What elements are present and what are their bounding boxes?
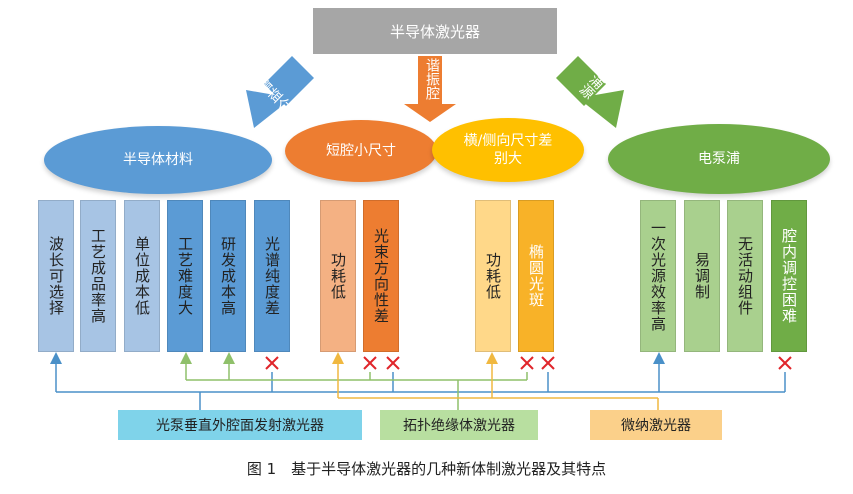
column-elliptical-spot: 椭圆光斑 — [518, 200, 554, 352]
column-low-power-1: 功耗低 — [320, 200, 356, 352]
column-easy-modulation: 易调制 — [684, 200, 720, 352]
box-topological-laser: 拓扑绝缘体激光器 — [380, 410, 538, 440]
column-wavelength-selectable: 波长可选择 — [38, 200, 74, 352]
connector-green — [180, 352, 528, 410]
cross-icon — [363, 356, 377, 370]
box-micro-nano-laser: 微纳激光器 — [590, 410, 722, 440]
box-optically-pumped-vecsel: 光泵垂直外腔面发射激光器 — [118, 410, 362, 440]
connector-yellow — [332, 352, 659, 410]
cross-icon — [520, 356, 534, 370]
column-no-moving-parts: 无活动组件 — [727, 200, 763, 352]
column-low-unit-cost: 单位成本低 — [124, 200, 160, 352]
ellipse-electrical-pump: 电泵浦 — [608, 124, 830, 194]
cross-marks — [265, 356, 792, 370]
cross-icon — [541, 356, 555, 370]
arrow-resonant-cavity — [404, 56, 456, 122]
column-high-efficiency: 一次光源效率高 — [640, 200, 676, 352]
column-high-yield: 工艺成品率高 — [80, 200, 116, 352]
figure-caption: 图 1 基于半导体激光器的几种新体制激光器及其特点 — [246, 460, 607, 478]
cross-icon — [778, 356, 792, 370]
column-poor-spectral-purity: 光谱纯度差 — [254, 200, 290, 352]
semiconductor-laser-box: 半导体激光器 — [313, 8, 557, 54]
column-poor-directionality: 光束方向性差 — [363, 200, 399, 352]
label-resonant-cavity: 谐振腔 — [424, 58, 440, 100]
ellipse-short-cavity: 短腔小尺寸 — [285, 120, 437, 182]
arrow-gain-medium — [246, 56, 314, 128]
cross-icon — [386, 356, 400, 370]
column-high-difficulty: 工艺难度大 — [167, 200, 203, 352]
column-hard-intracavity-control: 腔内调控困难 — [771, 200, 807, 352]
cross-icon — [265, 356, 279, 370]
arrow-pump-source — [556, 56, 624, 128]
ellipse-semiconductor-material: 半导体材料 — [44, 126, 272, 194]
connector-blue — [50, 352, 786, 410]
column-low-power-2: 功耗低 — [475, 200, 511, 352]
ellipse-lateral-size: 横/侧向尺寸差别大 — [432, 118, 584, 182]
column-high-rd-cost: 研发成本高 — [210, 200, 246, 352]
